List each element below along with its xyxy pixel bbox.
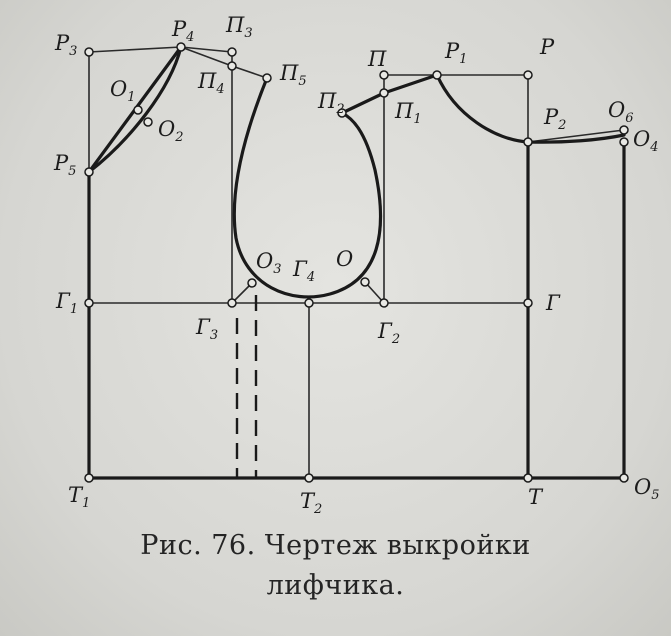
points [84, 42, 629, 483]
label-t2: T2 [300, 489, 322, 517]
point-pi4 [227, 61, 237, 71]
point-pi3 [227, 47, 237, 57]
line-p1-pi1 [382, 73, 439, 95]
label-g2: Г2 [377, 319, 400, 347]
point-o6 [619, 125, 629, 135]
label-p4: P4 [171, 17, 194, 45]
label-t: T [528, 485, 544, 509]
point-g3 [227, 298, 237, 308]
point-pi5 [262, 73, 272, 83]
label-g3: Г3 [195, 315, 218, 343]
point-p [523, 70, 533, 80]
label-pi2: П2 [317, 89, 345, 117]
label-pi5: П5 [279, 61, 307, 89]
point-g2 [379, 298, 389, 308]
figure-caption-line-2: лифчика. [266, 570, 405, 601]
point-o [360, 277, 370, 287]
point-t1 [84, 473, 94, 483]
point-p3 [84, 47, 94, 57]
label-o5: O5 [634, 475, 660, 503]
point-o3 [247, 278, 257, 288]
line-pi1-pi2 [340, 91, 386, 115]
point-t2 [304, 473, 314, 483]
point-pi1 [379, 88, 389, 98]
point-g4 [304, 298, 314, 308]
point-p2 [523, 137, 533, 147]
label-p: P [539, 35, 555, 59]
label-g4: Г4 [292, 257, 315, 285]
label-t1: T1 [68, 483, 90, 511]
label-pi1: П1 [394, 99, 422, 127]
label-o3: O3 [256, 249, 282, 277]
label-o: O [336, 247, 353, 271]
point-labels: P3 P4 П3 П4 П5 O1 O2 P5 П P1 P П2 П1 P2 … [53, 13, 660, 517]
point-g [523, 298, 533, 308]
point-t [523, 473, 533, 483]
label-g: Г [545, 291, 561, 315]
point-p4 [176, 42, 186, 52]
point-g1 [84, 298, 94, 308]
armhole-curve [232, 76, 383, 299]
label-p3: P3 [54, 31, 77, 59]
line-p4-pi4 [180, 46, 233, 67]
point-p5 [84, 167, 94, 177]
label-pi: П [367, 47, 387, 71]
dashed-lines [235, 295, 258, 478]
point-p1 [432, 70, 442, 80]
label-pi3: П3 [225, 13, 253, 41]
line-p2-o6 [527, 129, 625, 143]
label-p5: P5 [53, 151, 76, 179]
point-o2 [143, 117, 153, 127]
line-p4-pi3 [180, 46, 233, 53]
figure-caption-line-1: Рис. 76. Чертеж выкройки [140, 530, 531, 561]
label-o6: O6 [608, 98, 634, 126]
point-pi2 [337, 108, 347, 118]
line-pi4-pi5 [231, 65, 268, 79]
neckline-curve [435, 73, 626, 144]
point-o1 [133, 105, 143, 115]
line-p3-p4 [88, 46, 182, 53]
point-o5 [619, 473, 629, 483]
label-o4: O4 [633, 127, 659, 155]
label-pi4: П4 [197, 69, 225, 97]
label-o1: O1 [110, 77, 136, 105]
point-o4 [619, 137, 629, 147]
dart-right-leg [87, 45, 183, 174]
label-p1: P1 [444, 39, 467, 67]
point-pi [379, 70, 389, 80]
label-p2: P2 [543, 105, 566, 133]
label-g1: Г1 [55, 289, 78, 317]
label-o2: O2 [158, 117, 184, 145]
